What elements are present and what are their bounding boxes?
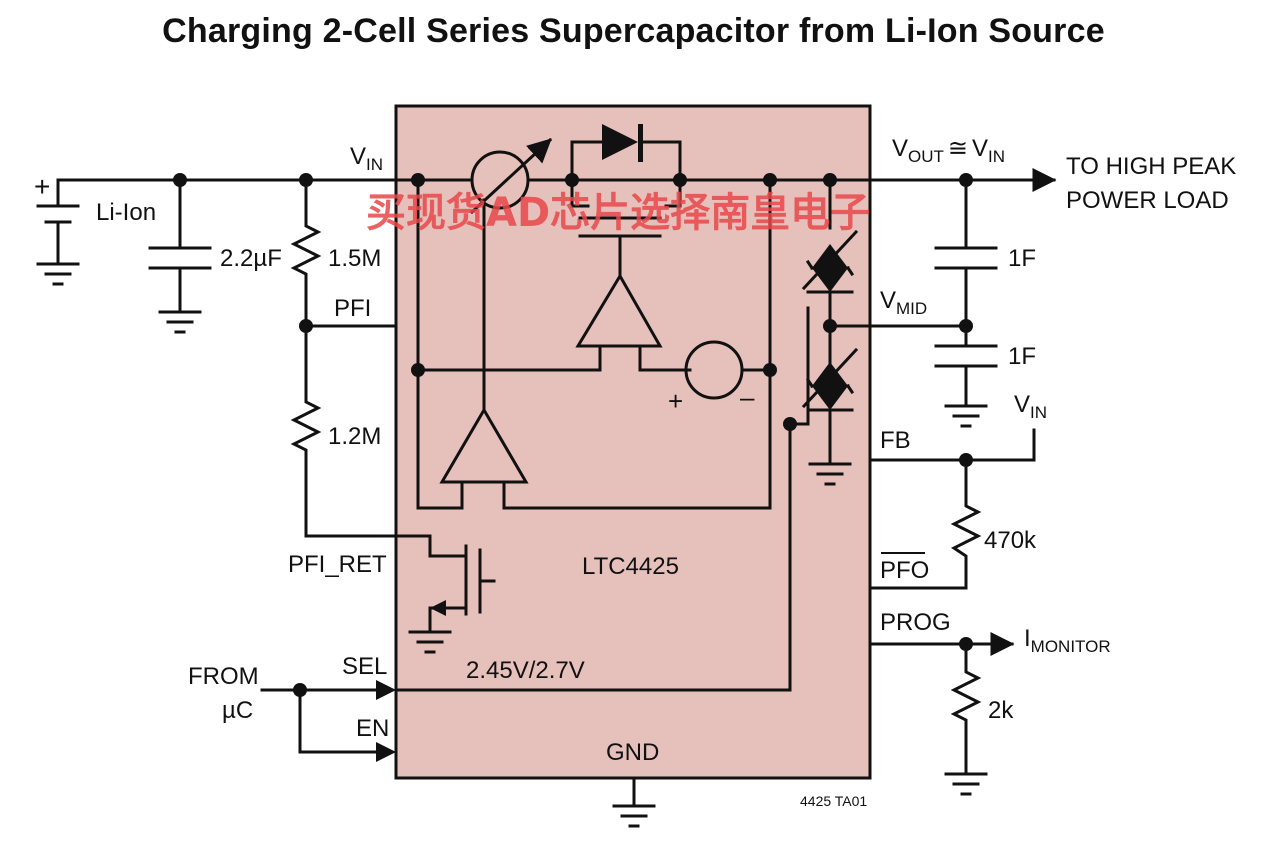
ic-threshold: 2.45V/2.7V — [466, 657, 585, 684]
bottom-amplifier — [439, 407, 529, 484]
r-2k-label: 2k — [988, 697, 1014, 724]
diagram-title: Charging 2-Cell Series Supercapacitor fr… — [162, 12, 1105, 50]
resistor-2k — [950, 642, 982, 774]
pmos-drain — [570, 178, 682, 208]
top-amplifier — [575, 273, 663, 348]
cap-top-label: 1F — [1008, 245, 1036, 272]
load-label-1: TO HIGH PEAK — [1066, 153, 1236, 180]
pin-vin: VIN — [350, 143, 383, 174]
node-dot — [763, 173, 777, 187]
node-dot — [823, 173, 837, 187]
pin-fb: FB — [880, 427, 911, 454]
ic-gnd: GND — [606, 739, 659, 766]
cap-2-2uf-label: 2.2µF — [220, 245, 282, 272]
nmos-arrow-icon — [430, 600, 446, 616]
node-dot — [411, 173, 425, 187]
node-dot — [565, 173, 579, 187]
r-470k-label: 470k — [984, 527, 1037, 554]
nmos-transistor — [428, 534, 496, 632]
pin-en: EN — [356, 715, 389, 742]
vout-label: VOUT≅VIN — [892, 135, 1005, 166]
battery-label: Li-Ion — [96, 199, 156, 226]
internal-right-rail — [502, 178, 772, 510]
node-dot — [299, 319, 313, 333]
pin-pfi: PFI — [334, 295, 371, 322]
pmos-gate — [578, 216, 662, 278]
pin-prog: PROG — [880, 609, 951, 636]
node-dot — [299, 173, 313, 187]
figure-id: 4425 TA01 — [800, 793, 867, 809]
node-dot — [959, 319, 973, 333]
diode-bar — [638, 124, 643, 162]
node-dot — [673, 173, 687, 187]
input-capacitor — [148, 178, 212, 312]
battery-plus: + — [34, 171, 50, 202]
output-cap-top — [934, 178, 998, 328]
diode-wires — [570, 140, 682, 182]
from-label-1: FROM — [188, 663, 259, 690]
fb-vin-label: VIN — [1014, 391, 1047, 422]
en-wire — [298, 688, 394, 754]
node-dot — [959, 637, 973, 651]
resistor-1-5m — [290, 178, 322, 328]
pin-pfi-ret: PFI_RET — [288, 551, 387, 578]
r-1-5m-label: 1.5M — [328, 245, 381, 272]
battery-ground — [36, 262, 80, 286]
en-arrow-icon — [376, 742, 396, 762]
current-source-icon — [470, 150, 530, 210]
fb-wire — [868, 428, 1036, 462]
load-label-2: POWER LOAD — [1066, 187, 1229, 214]
node-dot — [783, 417, 797, 431]
nmos-ground — [408, 630, 452, 654]
ic-name: LTC4425 — [582, 553, 679, 580]
node-dot — [959, 453, 973, 467]
amp-out — [638, 344, 692, 372]
from-label-2: µC — [222, 697, 253, 724]
pin-pfo: PFO — [880, 557, 929, 584]
node-dot — [959, 173, 973, 187]
imon-label: IMONITOR — [1024, 625, 1111, 656]
cap-bottom-label: 1F — [1008, 343, 1036, 370]
zener-top-icon — [812, 244, 848, 292]
resistor-470k — [868, 458, 982, 590]
input-cap-ground — [158, 310, 202, 334]
output-cap-ground — [944, 404, 988, 428]
pin-sel: SEL — [342, 653, 387, 680]
sel-internal — [394, 422, 792, 692]
resistor-1-2m — [290, 324, 432, 538]
battery-symbol — [36, 178, 80, 264]
internal-mid-rail — [416, 344, 602, 372]
node-dot — [823, 319, 837, 333]
r-1-2m-label: 1.2M — [328, 423, 381, 450]
node-dot — [411, 363, 425, 377]
zener-ground — [808, 462, 852, 486]
vsource-minus: – — [740, 382, 755, 412]
watermark: 买现货AD芯片选择南皇电子 — [366, 190, 870, 236]
node-dot — [293, 683, 307, 697]
zener-bottom-icon — [812, 362, 848, 410]
sel-arrow-icon — [376, 680, 396, 700]
diode-icon — [602, 124, 638, 160]
prog-ground — [944, 772, 988, 796]
node-dot — [763, 363, 777, 377]
vmid-label: VMID — [880, 287, 927, 318]
ic-ground — [612, 776, 656, 828]
internal-left-rail — [416, 178, 464, 510]
vsource-plus: + — [668, 386, 683, 416]
output-cap-bottom — [934, 324, 998, 406]
node-dot — [173, 173, 187, 187]
